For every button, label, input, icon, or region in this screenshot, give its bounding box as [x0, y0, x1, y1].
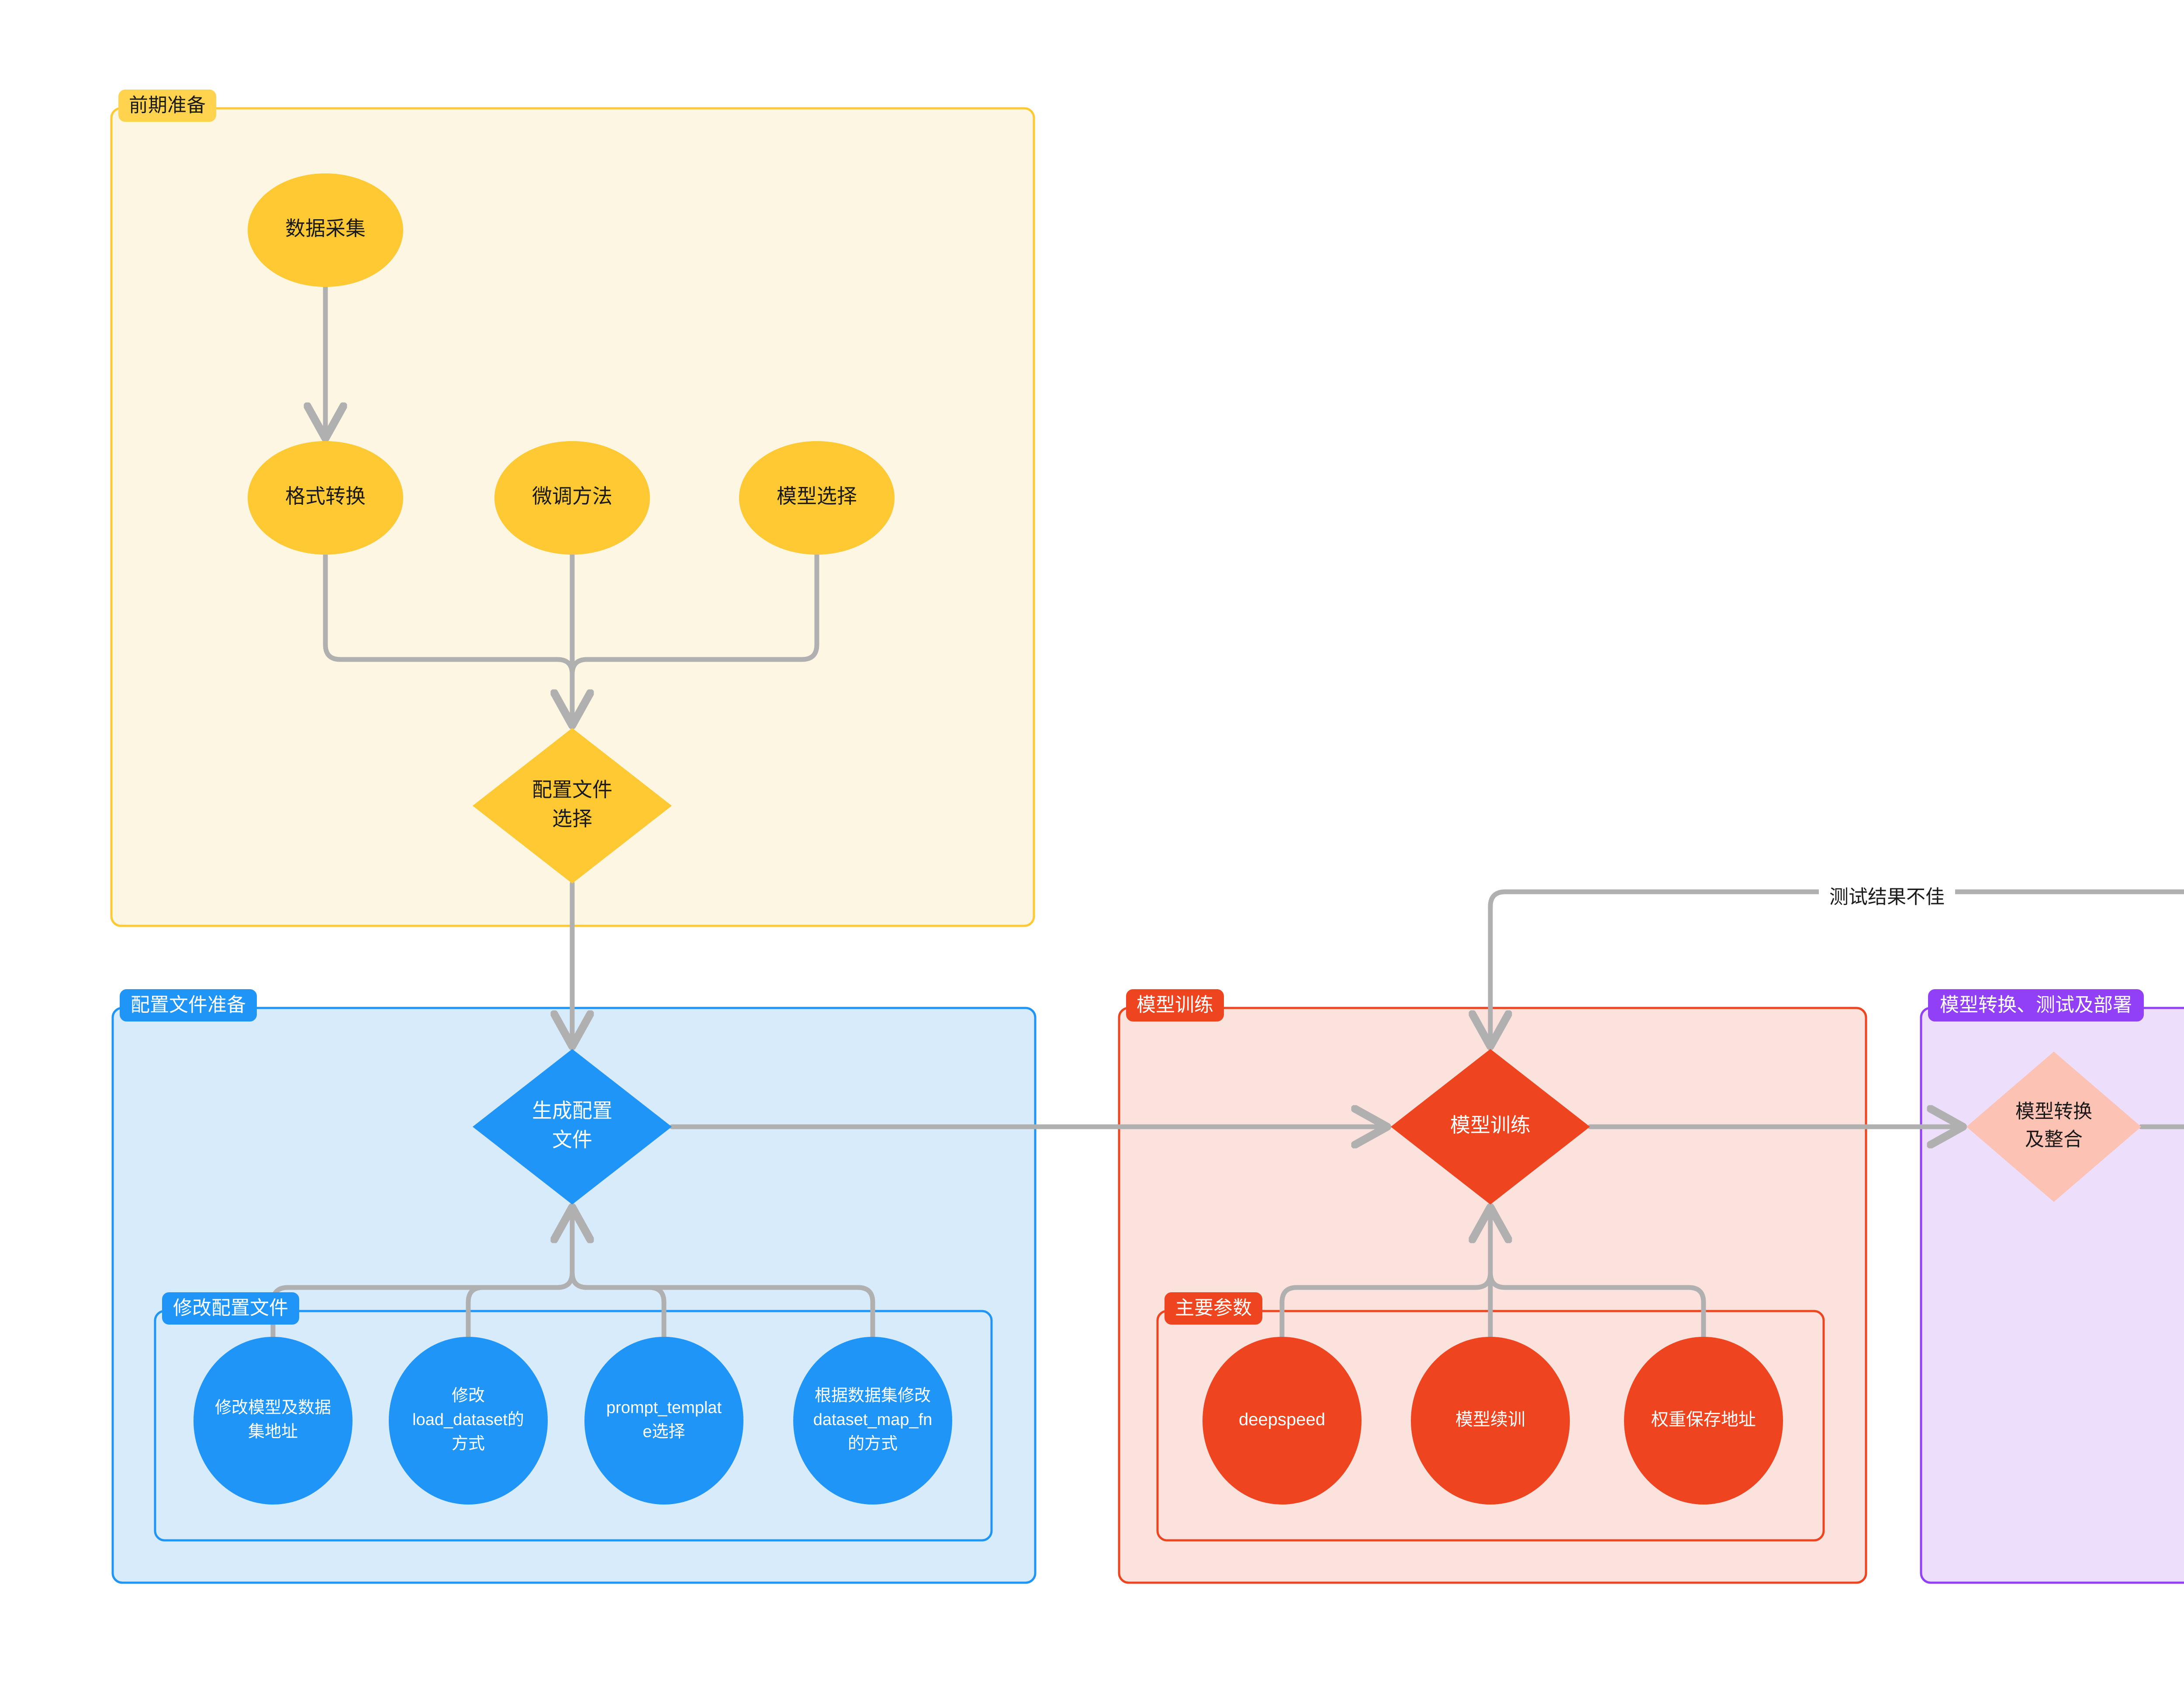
cluster-badge-label-deploy: 模型转换、测试及部署	[1940, 994, 2132, 1016]
node-label-n_mapfn-line1: 根据数据集修改	[815, 1387, 931, 1405]
node-n_deepspeed[interactable]: deepspeed	[1203, 1337, 1362, 1505]
cluster-badge-label-train_param: 主要参数	[1175, 1298, 1252, 1319]
node-label-n_mapfn-line3: 的方式	[848, 1435, 898, 1453]
node-layer: 数据采集格式转换微调方法模型选择配置文件选择生成配置文件修改模型及数据集地址修改…	[194, 173, 2141, 1505]
node-n_modelsel[interactable]: 模型选择	[739, 441, 895, 555]
cluster-badge-train_param: 主要参数	[1165, 1292, 1262, 1325]
node-label-n_loadds-line1: 修改	[452, 1387, 485, 1405]
edge-label-lbl_retry: 测试结果不佳	[1819, 884, 1955, 911]
node-shape-ellipse-n_format[interactable]	[248, 441, 403, 555]
node-label-n_format-line1: 格式转换	[285, 485, 366, 507]
cluster-badge-config: 配置文件准备	[120, 989, 257, 1022]
cluster-badge-bg-config	[120, 989, 257, 1022]
cluster-badge-bg-prep	[118, 90, 216, 122]
node-label-n_gencfg-line1: 生成配置	[532, 1099, 612, 1122]
node-label-n_loadds-line3: 方式	[452, 1435, 485, 1453]
node-n_collect[interactable]: 数据采集	[248, 173, 403, 287]
cluster-box-config_edit	[154, 1310, 993, 1542]
node-label-n_cfgsel-line2: 选择	[552, 808, 592, 830]
node-shape-diamond-n_convert[interactable]	[1966, 1052, 2141, 1202]
cluster-badge-bg-train	[1126, 989, 1224, 1022]
edge-ckpt-to-train	[1490, 1207, 1706, 1339]
node-shape-ellipse-n_ckpt[interactable]	[1624, 1337, 1783, 1505]
node-label-n_prompt-line1: prompt_templat	[606, 1398, 722, 1417]
cluster-badge-label-train: 模型训练	[1137, 994, 1213, 1016]
node-shape-ellipse-n_loadds[interactable]	[389, 1337, 548, 1505]
node-shape-ellipse-n_method[interactable]	[494, 441, 650, 555]
edge-label-bg-lbl_retry	[1819, 884, 1955, 911]
node-shape-diamond-n_gencfg[interactable]	[473, 1049, 672, 1204]
node-label-n_modelsel-line1: 模型选择	[777, 485, 857, 507]
node-label-n_mapfn-line2: dataset_map_fn	[813, 1411, 933, 1429]
cluster-badge-bg-config_edit	[162, 1292, 299, 1325]
cluster-badge-config_edit: 修改配置文件	[162, 1292, 299, 1325]
node-label-n_convert-line1: 模型转换	[2015, 1101, 2092, 1122]
cluster-badge-label-prep: 前期准备	[129, 95, 206, 116]
cluster-badge-deploy: 模型转换、测试及部署	[1928, 989, 2144, 1022]
node-label-n_gencfg-line2: 文件	[552, 1128, 592, 1151]
cluster-deploy	[1920, 1007, 2184, 1584]
node-shape-ellipse-n_collect[interactable]	[248, 173, 403, 287]
node-shape-diamond-n_train[interactable]	[1391, 1049, 1590, 1204]
node-label-n_resume-line1: 模型续训	[1455, 1410, 1525, 1429]
node-label-n_editpath-line1: 修改模型及数据	[215, 1398, 331, 1417]
node-label-n_editpath-line2: 集地址	[248, 1423, 298, 1441]
edge-mapfn-to-gencfg	[572, 1207, 875, 1339]
node-label-n_convert-line2: 及整合	[2025, 1129, 2083, 1150]
node-n_ckpt[interactable]: 权重保存地址	[1624, 1337, 1783, 1505]
cluster-badge-bg-deploy	[1928, 989, 2144, 1022]
node-label-n_collect-line1: 数据采集	[285, 217, 366, 240]
node-shape-ellipse-n_deepspeed[interactable]	[1203, 1337, 1362, 1505]
node-shape-ellipse-n_modelsel[interactable]	[739, 441, 895, 555]
node-shape-ellipse-n_resume[interactable]	[1411, 1337, 1570, 1505]
node-label-n_loadds-line2: load_dataset的	[412, 1411, 524, 1429]
node-n_method[interactable]: 微调方法	[494, 441, 650, 555]
node-label-n_deepspeed-line1: deepspeed	[1239, 1410, 1325, 1429]
edge-label-text-lbl_retry: 测试结果不佳	[1829, 887, 1945, 908]
cluster-badge-label-config: 配置文件准备	[131, 994, 246, 1016]
node-shape-ellipse-n_editpath[interactable]	[194, 1337, 352, 1505]
node-label-n_ckpt-line1: 权重保存地址	[1651, 1410, 1756, 1429]
node-n_prompt[interactable]: prompt_templat e选择	[584, 1337, 743, 1505]
node-label-n_cfgsel-line1: 配置文件	[532, 778, 612, 801]
cluster-badge-prep: 前期准备	[118, 90, 216, 122]
edge-modelsel-to-cfgsel	[572, 552, 819, 725]
node-label-n_prompt-line2: e选择	[643, 1423, 685, 1441]
node-shape-diamond-n_cfgsel[interactable]	[473, 728, 672, 883]
node-label-n_train-line1: 模型训练	[1450, 1114, 1531, 1136]
node-n_train[interactable]: 模型训练	[1391, 1049, 1590, 1204]
cluster-badge-bg-train_param	[1165, 1292, 1262, 1325]
node-n_format[interactable]: 格式转换	[248, 441, 403, 555]
node-n_resume[interactable]: 模型续训	[1411, 1337, 1570, 1505]
cluster-box-deploy	[1920, 1007, 2184, 1584]
node-n_mapfn[interactable]: 根据数据集修改 dataset_map_fn 的方式	[793, 1337, 952, 1505]
cluster-config_edit	[154, 1310, 993, 1542]
node-shape-ellipse-n_mapfn[interactable]	[793, 1337, 952, 1505]
node-shape-ellipse-n_prompt[interactable]	[584, 1337, 743, 1505]
cluster-badge-train: 模型训练	[1126, 989, 1224, 1022]
node-label-n_method-line1: 微调方法	[532, 485, 612, 507]
edge-label-layer: 测试结果不佳	[1819, 884, 1955, 911]
cluster-badge-label-config_edit: 修改配置文件	[173, 1298, 288, 1319]
